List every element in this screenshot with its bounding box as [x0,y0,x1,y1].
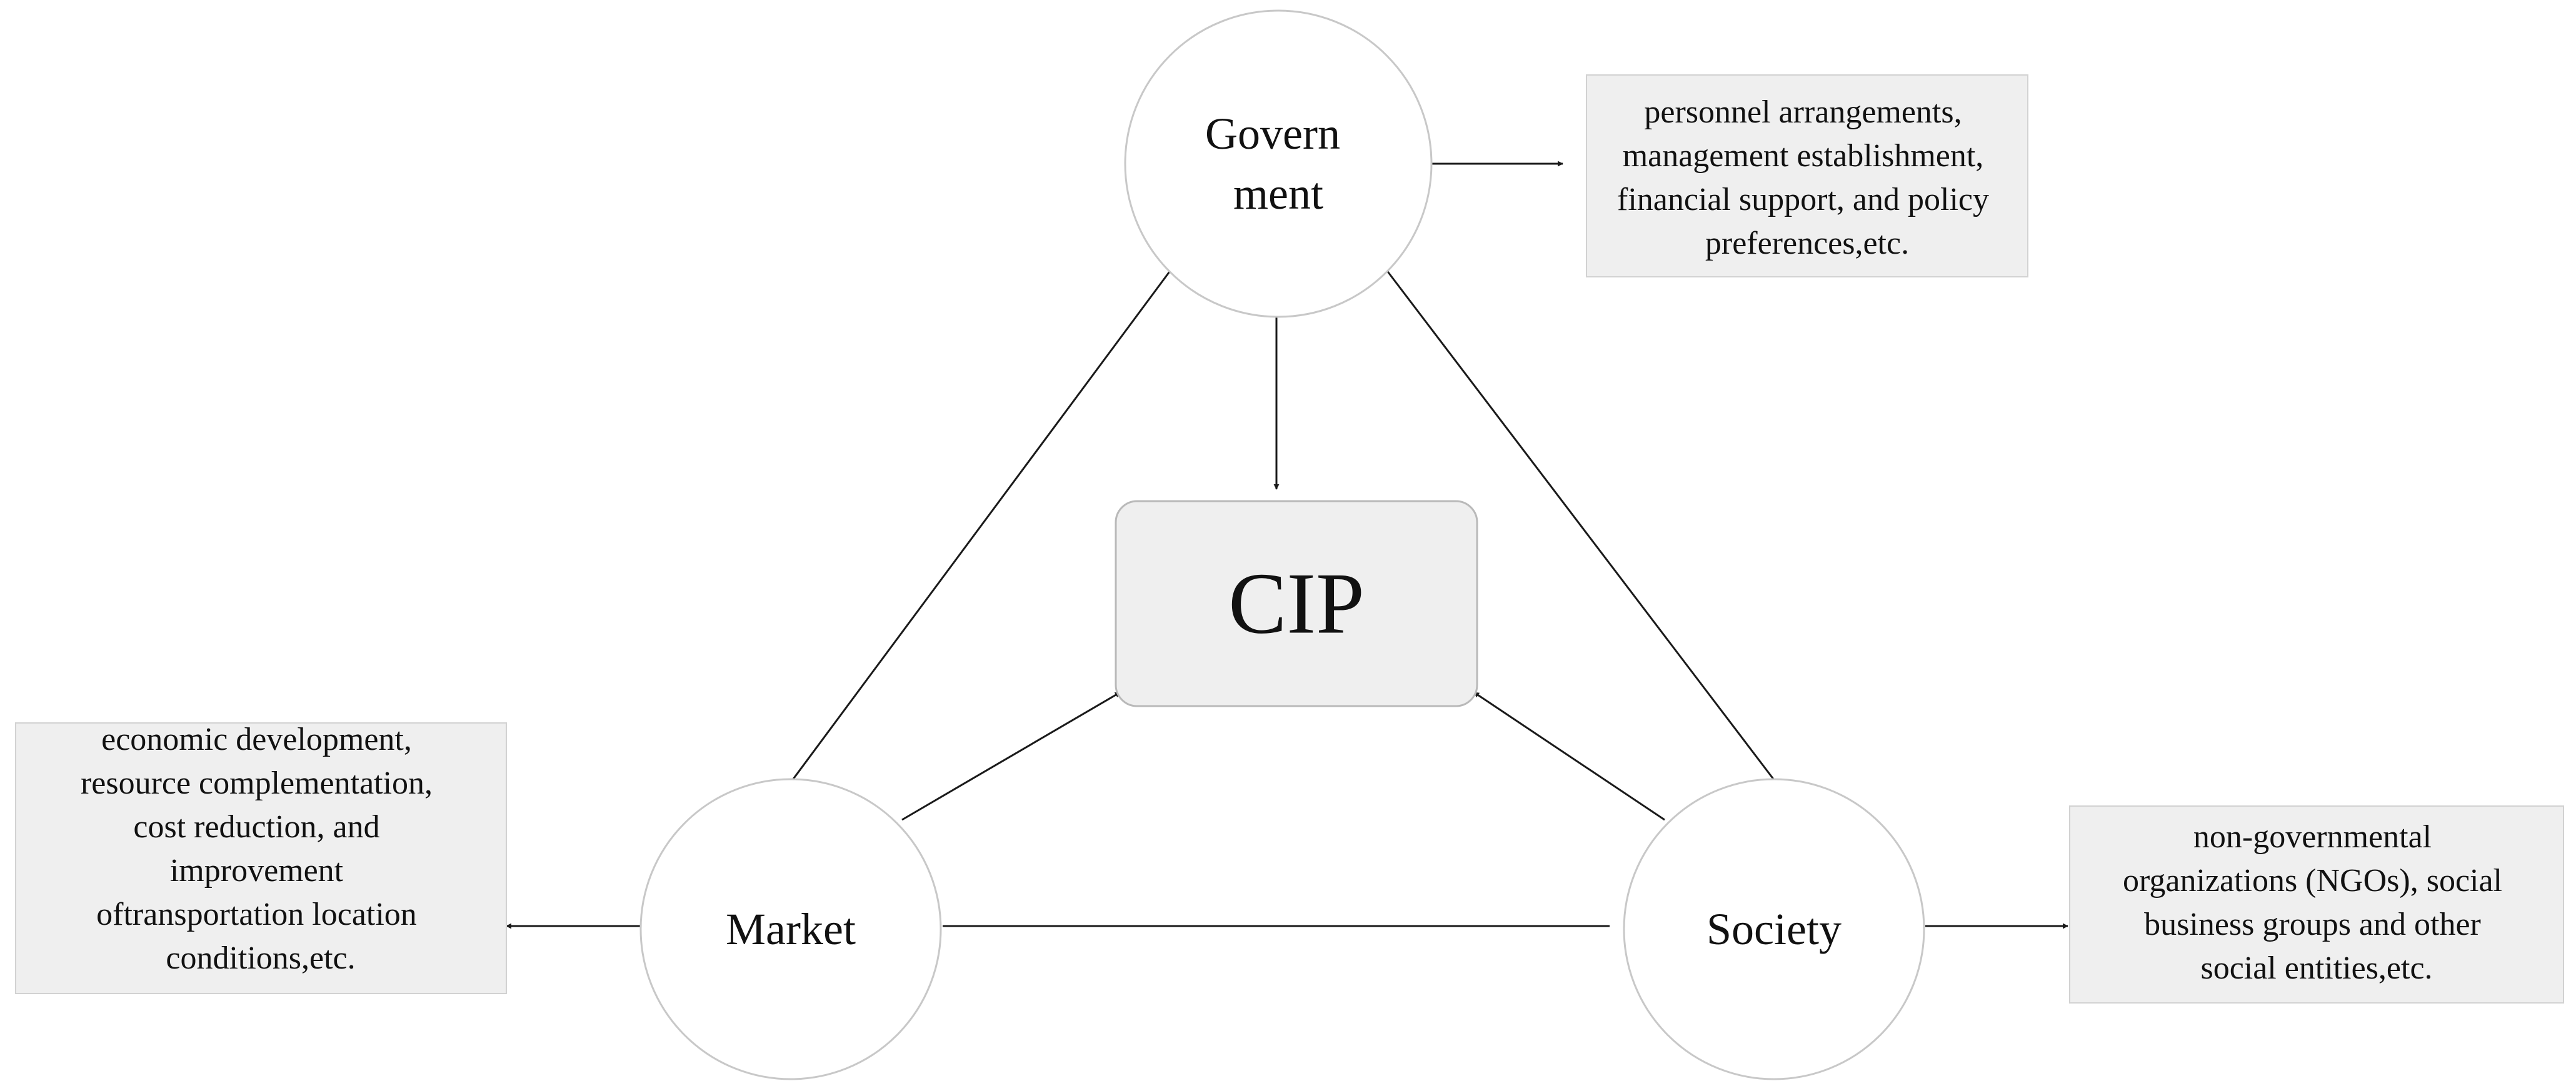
info-line: improvement [170,853,344,889]
info-line: organizations (NGOs), social [2123,863,2502,899]
arrow-market-to-cip [901,691,1121,821]
info-line: personnel arrangements, [1644,94,1962,130]
government-info-text: personnel arrangements, management estab… [1617,94,1997,261]
info-line: financial support, and policy [1617,182,1989,217]
info-line: business groups and other [2144,907,2481,942]
society-label: Society [1706,904,1842,954]
cip-node: CIP [1115,500,1478,707]
cip-label: CIP [1228,555,1365,652]
info-line: oftransportation location [96,897,417,932]
arrow-society-to-cip [1473,691,1665,821]
market-info-box: economic development, resource complemen… [15,722,507,994]
society-info-box: non-governmental organizations (NGOs), s… [2069,805,2564,1004]
edge-government-society [1385,269,1775,780]
info-line: non-governmental [2193,819,2432,855]
government-label: Govern ment [1205,109,1351,219]
government-label-line: ment [1233,169,1323,219]
info-line: social entities,etc. [2200,950,2432,986]
market-node: Market [639,778,942,1080]
info-line: resource complementation, [81,765,433,801]
info-line: cost reduction, and [133,809,379,845]
info-line: economic development, [101,722,412,757]
market-info-text: economic development, resource complemen… [81,722,441,976]
market-label: Market [726,904,856,954]
government-label-line: Govern [1205,109,1340,159]
government-node: Govern ment [1124,9,1433,318]
info-line: conditions,etc. [166,940,355,976]
info-line: preferences,etc. [1705,226,1909,261]
government-info-box: personnel arrangements, management estab… [1586,74,2028,277]
society-info-text: non-governmental organizations (NGOs), s… [2123,819,2510,986]
info-line: management establishment, [1623,138,1984,174]
society-node: Society [1623,778,1925,1080]
edge-government-market [791,269,1172,780]
